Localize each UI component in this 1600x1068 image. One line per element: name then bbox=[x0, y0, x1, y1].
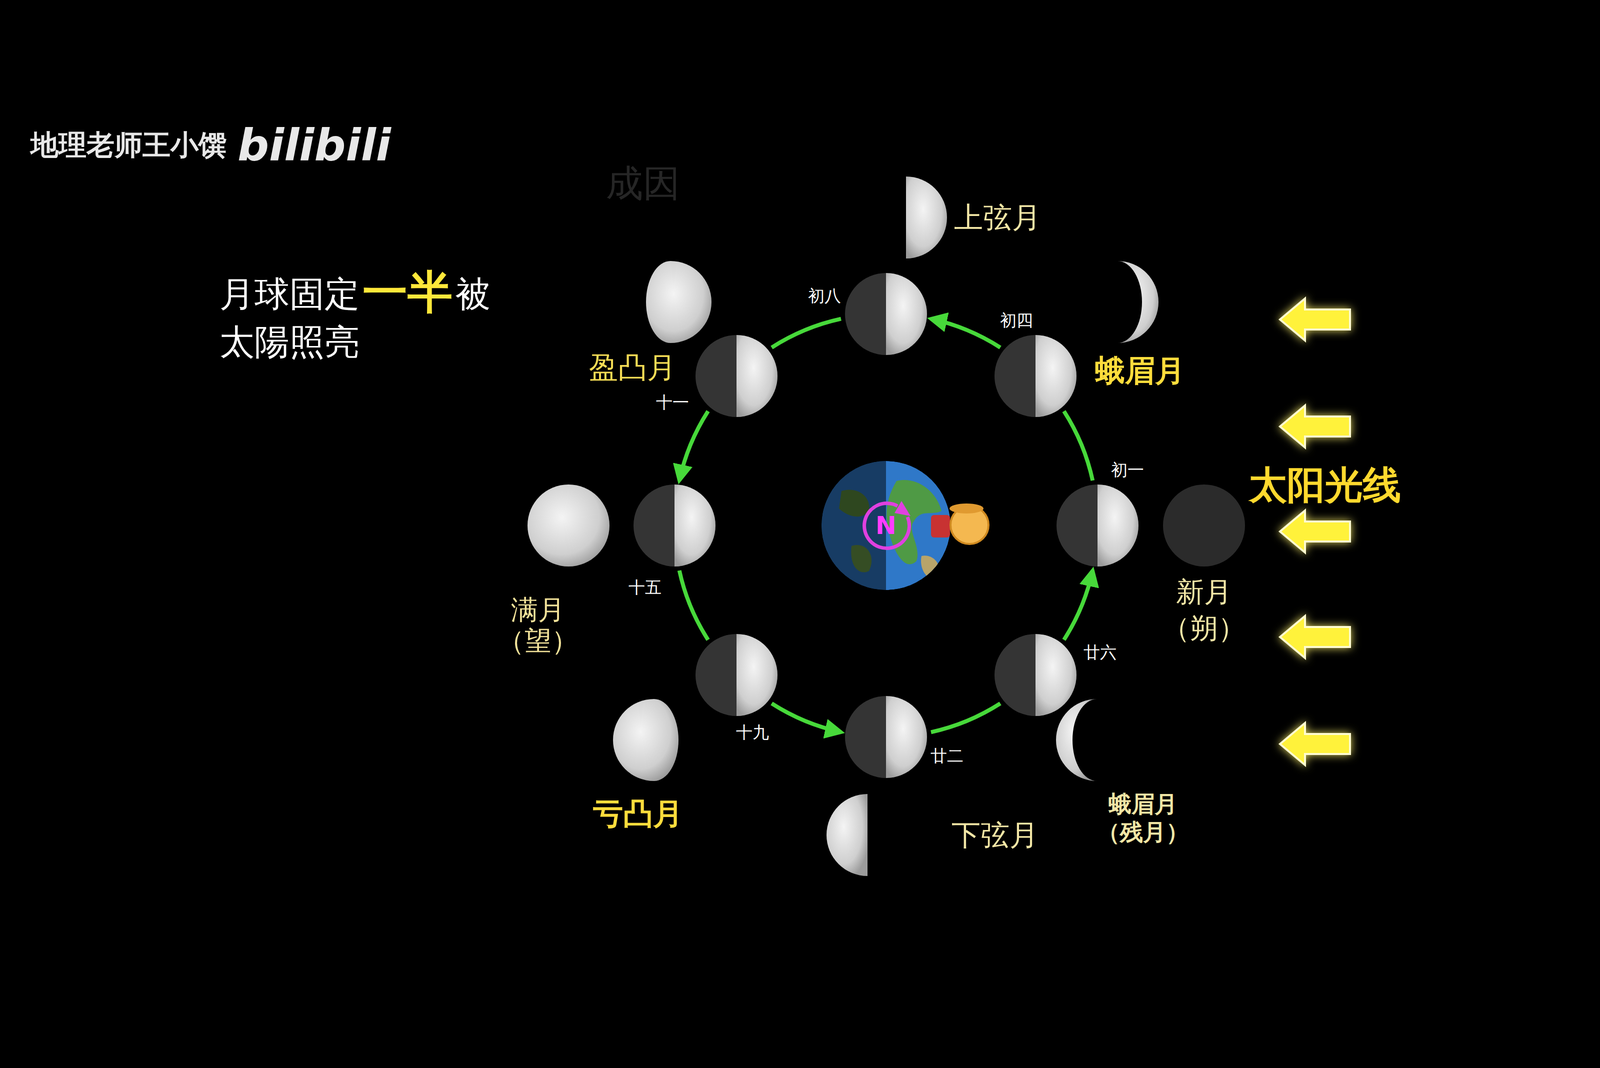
orbit-moon-picture bbox=[845, 696, 927, 778]
orbit-moon-picture bbox=[695, 634, 778, 716]
lunar-day-label: 初四 bbox=[1000, 311, 1033, 330]
sunlight-arrow bbox=[1280, 510, 1350, 553]
lunar-day-label: 十五 bbox=[628, 578, 662, 597]
phase-name: 上弦月 bbox=[954, 201, 1041, 235]
phase-name: 新月 bbox=[1176, 576, 1232, 608]
first-quarter-moon bbox=[906, 176, 947, 259]
sunlight-arrow bbox=[1280, 616, 1350, 658]
orbit-moon: 初四 bbox=[994, 335, 1077, 417]
orbit-moon: 廿六 bbox=[994, 634, 1077, 716]
lunar-day-label: 廿二 bbox=[930, 747, 964, 765]
orbit-moon: 十五 bbox=[633, 484, 716, 567]
sunlight-arrow bbox=[1280, 298, 1350, 341]
lunar-day-label: 初一 bbox=[1111, 461, 1144, 479]
phase-name: 亏凸月 bbox=[593, 796, 683, 831]
orbit-moon: 初八 bbox=[845, 273, 927, 355]
orbit-moon-picture bbox=[695, 335, 778, 417]
earth-node: N bbox=[821, 461, 951, 590]
north-pole-label: N bbox=[875, 513, 897, 538]
orbit-moon-picture bbox=[994, 634, 1077, 716]
note-highlight: 一半 bbox=[362, 266, 453, 318]
faded-title: 成因 bbox=[606, 162, 680, 205]
full-moon bbox=[527, 484, 610, 567]
orbit-moon: 初一 bbox=[1056, 484, 1139, 567]
orbit-arrow bbox=[679, 570, 708, 640]
orbit-arrow bbox=[1064, 570, 1093, 640]
note-text: 太陽照亮 bbox=[219, 322, 360, 363]
new-moon bbox=[1163, 484, 1245, 567]
phase-name: 蛾眉月 bbox=[1095, 353, 1185, 388]
watermark-logo: bilibili bbox=[237, 119, 391, 170]
sunlight-arrow bbox=[1280, 723, 1350, 765]
waning-gibbous-moon bbox=[613, 699, 679, 781]
sunlight-label: 太阳光线 bbox=[1249, 463, 1401, 507]
orbit-moon-picture bbox=[994, 335, 1077, 417]
phase-alias: （望） bbox=[497, 625, 579, 657]
lunar-day-label: 初八 bbox=[808, 287, 841, 305]
orbit-moon: 十一 bbox=[695, 335, 778, 417]
phase-name: 满月 bbox=[511, 594, 565, 626]
orbit-moon-picture bbox=[1056, 484, 1139, 567]
phase-alias: （朔） bbox=[1162, 612, 1246, 644]
phase-name: 下弦月 bbox=[951, 818, 1039, 852]
note-text: 被 bbox=[455, 274, 491, 315]
orbit-arrow bbox=[679, 411, 708, 481]
last-quarter-moon bbox=[826, 794, 868, 876]
sunlight-arrow bbox=[1280, 405, 1350, 448]
sunlight-arrows bbox=[1280, 298, 1350, 765]
lunar-day-label: 廿六 bbox=[1083, 643, 1117, 662]
orbit-moon-picture bbox=[633, 484, 716, 567]
phase-name: 蛾眉月 bbox=[1108, 791, 1178, 818]
phase-name: 盈凸月 bbox=[589, 351, 676, 385]
orbit-arrow bbox=[931, 703, 1001, 732]
orbit-arrow bbox=[771, 703, 841, 732]
waxing-crescent-moon bbox=[1117, 261, 1159, 343]
orbit-moon: 廿二 bbox=[845, 696, 927, 778]
orbit-arrow bbox=[931, 319, 1001, 348]
note-text: 月球固定 bbox=[219, 274, 360, 315]
orbit-moon-picture bbox=[845, 273, 927, 355]
lunar-day-label: 十一 bbox=[656, 393, 689, 412]
watermark: 地理老师王小馔 bbox=[30, 129, 227, 161]
lunar-day-label: 十九 bbox=[736, 723, 769, 742]
orbit-moon: 十九 bbox=[695, 634, 778, 716]
phase-alias: （残月） bbox=[1097, 819, 1189, 846]
orbit-arrow bbox=[1064, 411, 1093, 481]
orbit-arrow bbox=[771, 319, 841, 348]
waning-crescent-moon bbox=[1056, 699, 1097, 781]
waxing-gibbous-moon bbox=[646, 261, 712, 343]
